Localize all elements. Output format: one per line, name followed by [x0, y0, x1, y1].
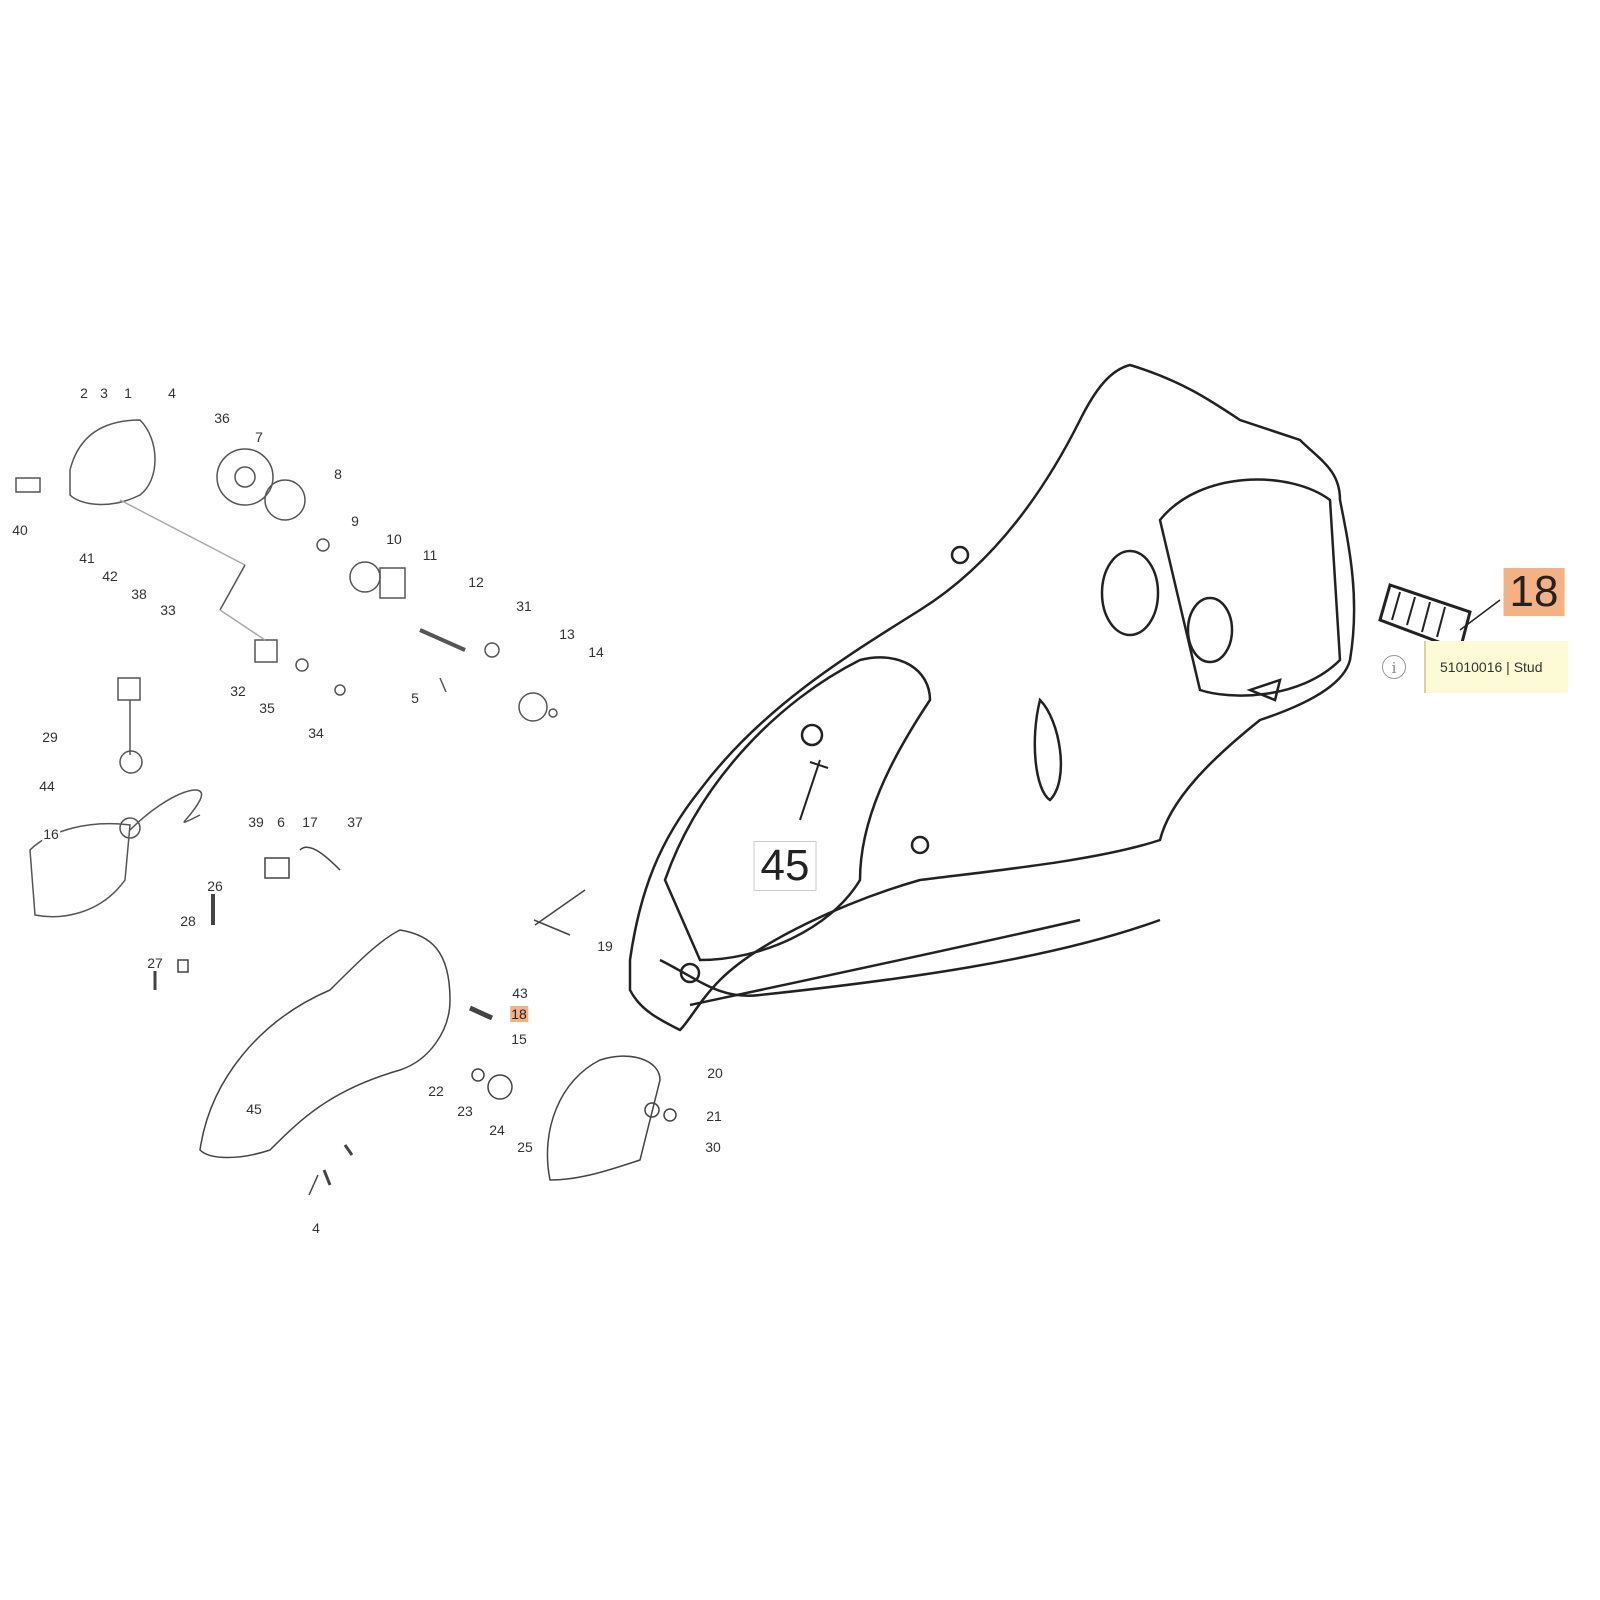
callout-20[interactable]: 20 [706, 1065, 724, 1081]
callout-31[interactable]: 31 [515, 598, 533, 614]
callout-12[interactable]: 12 [467, 574, 485, 590]
callout-15[interactable]: 15 [510, 1031, 528, 1047]
callout-7[interactable]: 7 [254, 429, 264, 445]
callout-45[interactable]: 45 [245, 1101, 263, 1117]
callout-23[interactable]: 23 [456, 1103, 474, 1119]
callout-25[interactable]: 25 [516, 1139, 534, 1155]
callout-35[interactable]: 35 [258, 700, 276, 716]
callout-11[interactable]: 11 [421, 547, 439, 563]
callout-24[interactable]: 24 [488, 1122, 506, 1138]
zoom-callout-18[interactable]: 18 [1503, 568, 1565, 616]
callout-13[interactable]: 13 [558, 626, 576, 642]
callout-19[interactable]: 19 [596, 938, 614, 954]
callout-43[interactable]: 43 [511, 985, 529, 1001]
part-tooltip: 51010016 | Stud [1424, 641, 1568, 693]
callout-42[interactable]: 42 [101, 568, 119, 584]
callout-38[interactable]: 38 [130, 586, 148, 602]
callout-37[interactable]: 37 [346, 814, 364, 830]
screw-45-drawing [799, 759, 829, 821]
callout-27[interactable]: 27 [146, 955, 164, 971]
callout-16[interactable]: 16 [42, 826, 60, 842]
callout-33[interactable]: 33 [159, 602, 177, 618]
callout-10[interactable]: 10 [385, 531, 403, 547]
upper-parts-group [15, 419, 558, 918]
callout-2[interactable]: 2 [79, 385, 89, 401]
callout-6[interactable]: 6 [276, 814, 286, 830]
callout-28[interactable]: 28 [179, 913, 197, 929]
callout-1[interactable]: 1 [123, 385, 133, 401]
callout-5[interactable]: 5 [410, 690, 420, 706]
callout-29[interactable]: 29 [41, 729, 59, 745]
zoom-callout-45[interactable]: 45 [753, 841, 817, 891]
tooltip-text: 51010016 | Stud [1440, 659, 1543, 675]
callout-14[interactable]: 14 [587, 644, 605, 660]
callout-22[interactable]: 22 [427, 1083, 445, 1099]
callout-30[interactable]: 30 [704, 1139, 722, 1155]
large-chain-cover-housing [628, 363, 1356, 1032]
callout-21[interactable]: 21 [705, 1108, 723, 1124]
callout-36[interactable]: 36 [213, 410, 231, 426]
callout-40[interactable]: 40 [11, 522, 29, 538]
callout-26[interactable]: 26 [206, 878, 224, 894]
callout-8[interactable]: 8 [333, 466, 343, 482]
small-chain-cover-housing [153, 846, 677, 1196]
callout-3[interactable]: 3 [99, 385, 109, 401]
callout-32[interactable]: 32 [229, 683, 247, 699]
info-icon[interactable]: i [1382, 655, 1406, 679]
callout-4[interactable]: 4 [167, 385, 177, 401]
callout-41[interactable]: 41 [78, 550, 96, 566]
callout-4-lower[interactable]: 4 [311, 1220, 321, 1236]
callout-17[interactable]: 17 [301, 814, 319, 830]
callout-9[interactable]: 9 [350, 513, 360, 529]
callout-18-highlighted[interactable]: 18 [510, 1006, 528, 1022]
callout-39[interactable]: 39 [247, 814, 265, 830]
callout-34[interactable]: 34 [307, 725, 325, 741]
callout-44[interactable]: 44 [38, 778, 56, 794]
